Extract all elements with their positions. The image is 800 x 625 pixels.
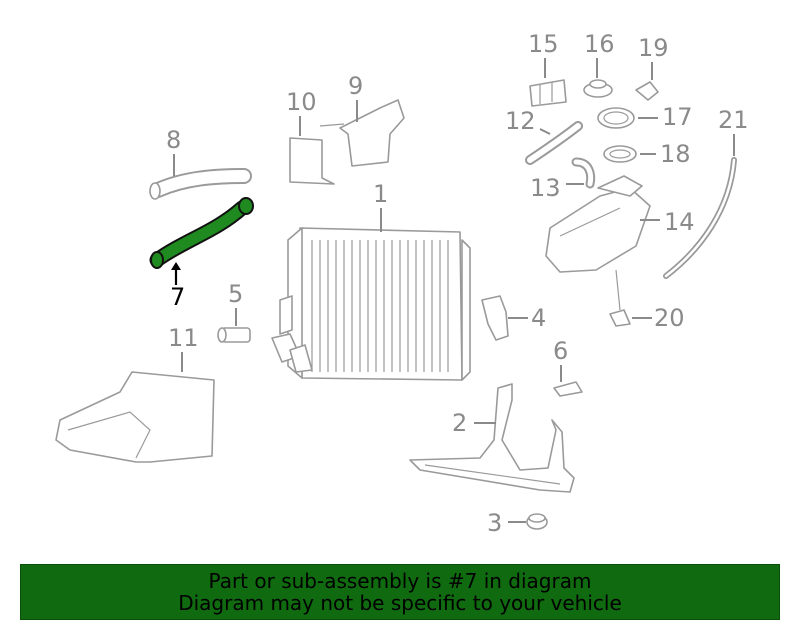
callout-15: 15	[528, 30, 559, 58]
callout-16: 16	[584, 30, 615, 58]
callout-11: 11	[168, 324, 199, 352]
callout-4: 4	[531, 304, 546, 332]
part-18-gasket[interactable]	[603, 145, 637, 163]
banner-line-2: Diagram may not be specific to your vehi…	[178, 591, 622, 615]
callout-17: 17	[662, 103, 693, 131]
part-1-radiator[interactable]	[271, 227, 471, 381]
part-5-sensor[interactable]	[217, 327, 251, 343]
part-16-cap[interactable]	[583, 79, 613, 98]
callout-20: 20	[654, 304, 685, 332]
part-21-overflow-line[interactable]	[663, 157, 737, 279]
part-13-elbow-hose[interactable]	[571, 157, 596, 189]
info-banner: Part or sub-assembly is #7 in diagram Di…	[20, 564, 780, 620]
part-6-clip[interactable]	[553, 381, 583, 397]
part-12-hose[interactable]	[525, 121, 583, 165]
part-20-level-sensor[interactable]	[609, 269, 631, 327]
callout-18: 18	[660, 140, 691, 168]
part-2-support-bracket[interactable]	[409, 383, 575, 493]
part-9-bracket[interactable]	[319, 99, 405, 167]
callout-8: 8	[166, 126, 181, 154]
callout-1: 1	[373, 180, 388, 208]
callout-9: 9	[348, 72, 363, 100]
callout-19: 19	[638, 34, 669, 62]
callout-10: 10	[286, 88, 317, 116]
part-15-connector[interactable]	[529, 79, 567, 107]
part-10-bracket[interactable]	[289, 137, 335, 185]
callout-2: 2	[452, 409, 467, 437]
part-3-grommet[interactable]	[526, 513, 548, 530]
radiator-core-fins	[311, 240, 449, 372]
parts-diagram: 1 2 3 4 5 6 7 8	[55, 30, 749, 537]
callout-5: 5	[228, 280, 243, 308]
part-19-cap[interactable]	[635, 81, 659, 101]
callout-6: 6	[553, 337, 568, 365]
banner-line-1: Part or sub-assembly is #7 in diagram	[208, 569, 592, 593]
part-4-mount-bracket[interactable]	[481, 295, 509, 341]
callout-21: 21	[718, 106, 749, 134]
part-14-expansion-tank[interactable]	[545, 175, 651, 273]
part-8-hose[interactable]	[149, 168, 252, 200]
callout-12: 12	[505, 107, 536, 135]
part-7-radiator-hose[interactable]	[149, 197, 254, 269]
callout-7: 7	[170, 283, 185, 311]
callout-3: 3	[487, 509, 502, 537]
callout-14: 14	[664, 208, 695, 236]
part-17-seal-ring[interactable]	[597, 107, 635, 129]
part-11-air-duct[interactable]	[55, 371, 215, 463]
callout-13: 13	[530, 174, 561, 202]
